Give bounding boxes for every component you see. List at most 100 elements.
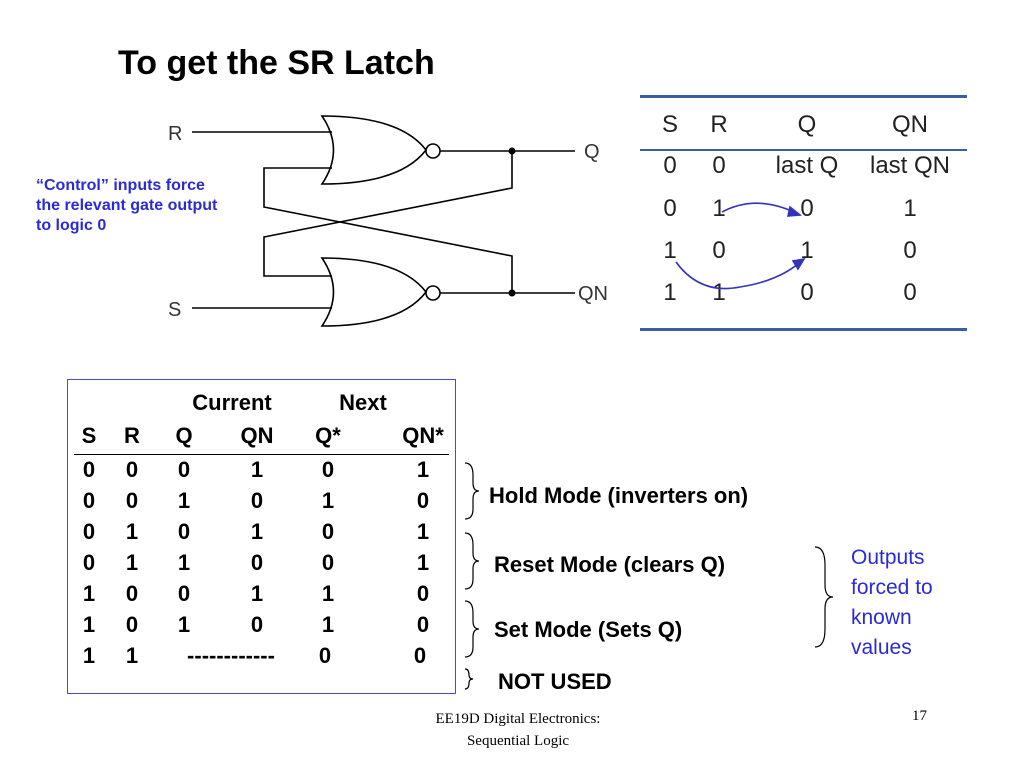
small-cell-r1-c2: 0	[800, 195, 814, 222]
small-cell-r2-c1: 0	[712, 237, 726, 264]
main-cell-r5-c0: 1	[82, 612, 96, 637]
main-cell-r6-c3: 0	[318, 643, 332, 668]
main-cell-r3-c4: 0	[321, 550, 335, 575]
q-feedback-wire	[263, 151, 513, 277]
main-cell-r4-c1: 0	[125, 581, 139, 606]
main-header-1: R	[124, 423, 140, 448]
qn-output-label: QN	[578, 283, 608, 305]
small-cell-r0-c3: last QN	[869, 152, 951, 179]
group-header-next: Next	[339, 390, 387, 415]
small-cell-r1-c0: 0	[663, 195, 677, 222]
main-header-0: S	[81, 423, 97, 448]
main-cell-r4-c2: 0	[177, 581, 191, 606]
main-cell-r1-c4: 1	[321, 488, 335, 513]
top-nor-bubble	[425, 143, 441, 159]
main-cell-r1-c5: 0	[416, 488, 430, 513]
small-header-0: S	[661, 111, 679, 138]
group-header-current: Current	[192, 390, 272, 415]
small-cell-r3-c1: 1	[712, 279, 726, 306]
control-inputs-note: “Control” inputs force the relevant gate…	[36, 177, 218, 234]
main-header-5: QN*	[402, 423, 444, 448]
small-cell-r2-c2: 1	[800, 237, 814, 264]
main-header-4: Q*	[315, 423, 341, 448]
main-cell-r6-c2: ------------	[187, 643, 275, 668]
small-cell-r2-c3: 0	[903, 237, 917, 264]
main-cell-r1-c1: 0	[125, 488, 139, 513]
main-cell-r3-c0: 0	[82, 550, 96, 575]
small-cell-r2-c0: 1	[663, 237, 677, 264]
outputs-forced-note: Outputs forced to known values	[851, 546, 933, 659]
not-used-brace	[464, 668, 474, 690]
main-cell-r2-c3: 1	[250, 519, 264, 544]
slide-title: To get the SR Latch	[118, 44, 435, 82]
bottom-nor-gate	[320, 257, 428, 327]
small-cell-r1-c1: 1	[712, 195, 726, 222]
arrow-0-to-1-head	[786, 205, 803, 217]
main-cell-r4-c4: 1	[321, 581, 335, 606]
main-cell-r1-c3: 0	[250, 488, 264, 513]
not-used-label: NOT USED	[498, 669, 612, 694]
main-cell-r0-c4: 0	[321, 457, 335, 482]
main-cell-r6-c4: 0	[413, 643, 427, 668]
main-cell-r2-c4: 0	[321, 519, 335, 544]
main-cell-r5-c5: 0	[416, 612, 430, 637]
transition-arrows	[675, 202, 806, 290]
s-input-label: S	[168, 299, 181, 321]
sr-truth-table-small: S R Q QN 0 0 last Q last QN 0 1 0 1 1 0 1 0 1 1 0 0	[640, 95, 967, 331]
mode-braces	[464, 462, 834, 690]
main-cell-r3-c2: 1	[177, 550, 191, 575]
small-cell-r3-c3: 0	[903, 279, 917, 306]
bottom-nor-bubble	[425, 285, 441, 301]
q-output-label: Q	[584, 141, 600, 163]
main-cell-r3-c1: 1	[125, 550, 139, 575]
main-cell-r4-c5: 0	[416, 581, 430, 606]
hold-mode-label: Hold Mode (inverters on)	[489, 483, 749, 508]
main-cell-r0-c3: 1	[250, 457, 264, 482]
qn-feedback-wire	[263, 167, 513, 293]
main-cell-r4-c0: 1	[82, 581, 96, 606]
main-cell-r2-c5: 1	[416, 519, 430, 544]
main-cell-r5-c3: 0	[250, 612, 264, 637]
footer-course-line1: EE19D Digital Electronics:	[435, 711, 601, 727]
main-cell-r5-c4: 1	[321, 612, 335, 637]
q-junction-dot	[508, 147, 516, 155]
set-brace	[464, 600, 480, 658]
outputs-brace	[814, 546, 834, 648]
arrow-1-to-0-head	[791, 257, 806, 271]
small-header-3: QN	[892, 111, 928, 138]
main-cell-r1-c0: 0	[82, 488, 96, 513]
top-nor-gate	[320, 115, 428, 185]
small-cell-r0-c2: last Q	[775, 152, 839, 179]
main-cell-r4-c3: 1	[250, 581, 264, 606]
main-cell-r3-c3: 0	[250, 550, 264, 575]
footer-course: EE19D Digital Electronics: Sequential Lo…	[388, 708, 648, 752]
sr-latch-circuit: R S Q QN	[168, 115, 608, 327]
arrow-1-to-0	[675, 258, 805, 290]
main-cell-r1-c2: 1	[177, 488, 191, 513]
main-cell-r0-c1: 0	[125, 457, 139, 482]
main-header-3: QN	[240, 423, 274, 448]
hold-brace	[464, 462, 480, 520]
main-cell-r2-c0: 0	[82, 519, 96, 544]
main-header-2: Q	[175, 423, 193, 448]
set-mode-label: Set Mode (Sets Q)	[494, 617, 683, 642]
reset-brace	[464, 532, 480, 590]
header-divider	[74, 454, 449, 455]
main-cell-r5-c1: 0	[125, 612, 139, 637]
small-cell-r1-c3: 1	[903, 195, 917, 222]
small-header-1: R	[710, 111, 728, 138]
small-cell-r3-c0: 1	[663, 279, 677, 306]
main-cell-r0-c0: 0	[82, 457, 96, 482]
main-cell-r0-c2: 0	[177, 457, 191, 482]
small-header-2: Q	[797, 111, 817, 138]
small-cell-r0-c0: 0	[663, 152, 677, 179]
small-cell-r3-c2: 0	[800, 279, 814, 306]
main-cell-r2-c2: 0	[177, 519, 191, 544]
footer-course-line2: Sequential Logic	[466, 733, 570, 749]
small-cell-r0-c1: 0	[712, 152, 726, 179]
qn-junction-dot	[508, 289, 516, 297]
main-cell-r6-c0: 1	[82, 643, 96, 668]
main-cell-r2-c1: 1	[125, 519, 139, 544]
main-cell-r6-c1: 1	[125, 643, 139, 668]
